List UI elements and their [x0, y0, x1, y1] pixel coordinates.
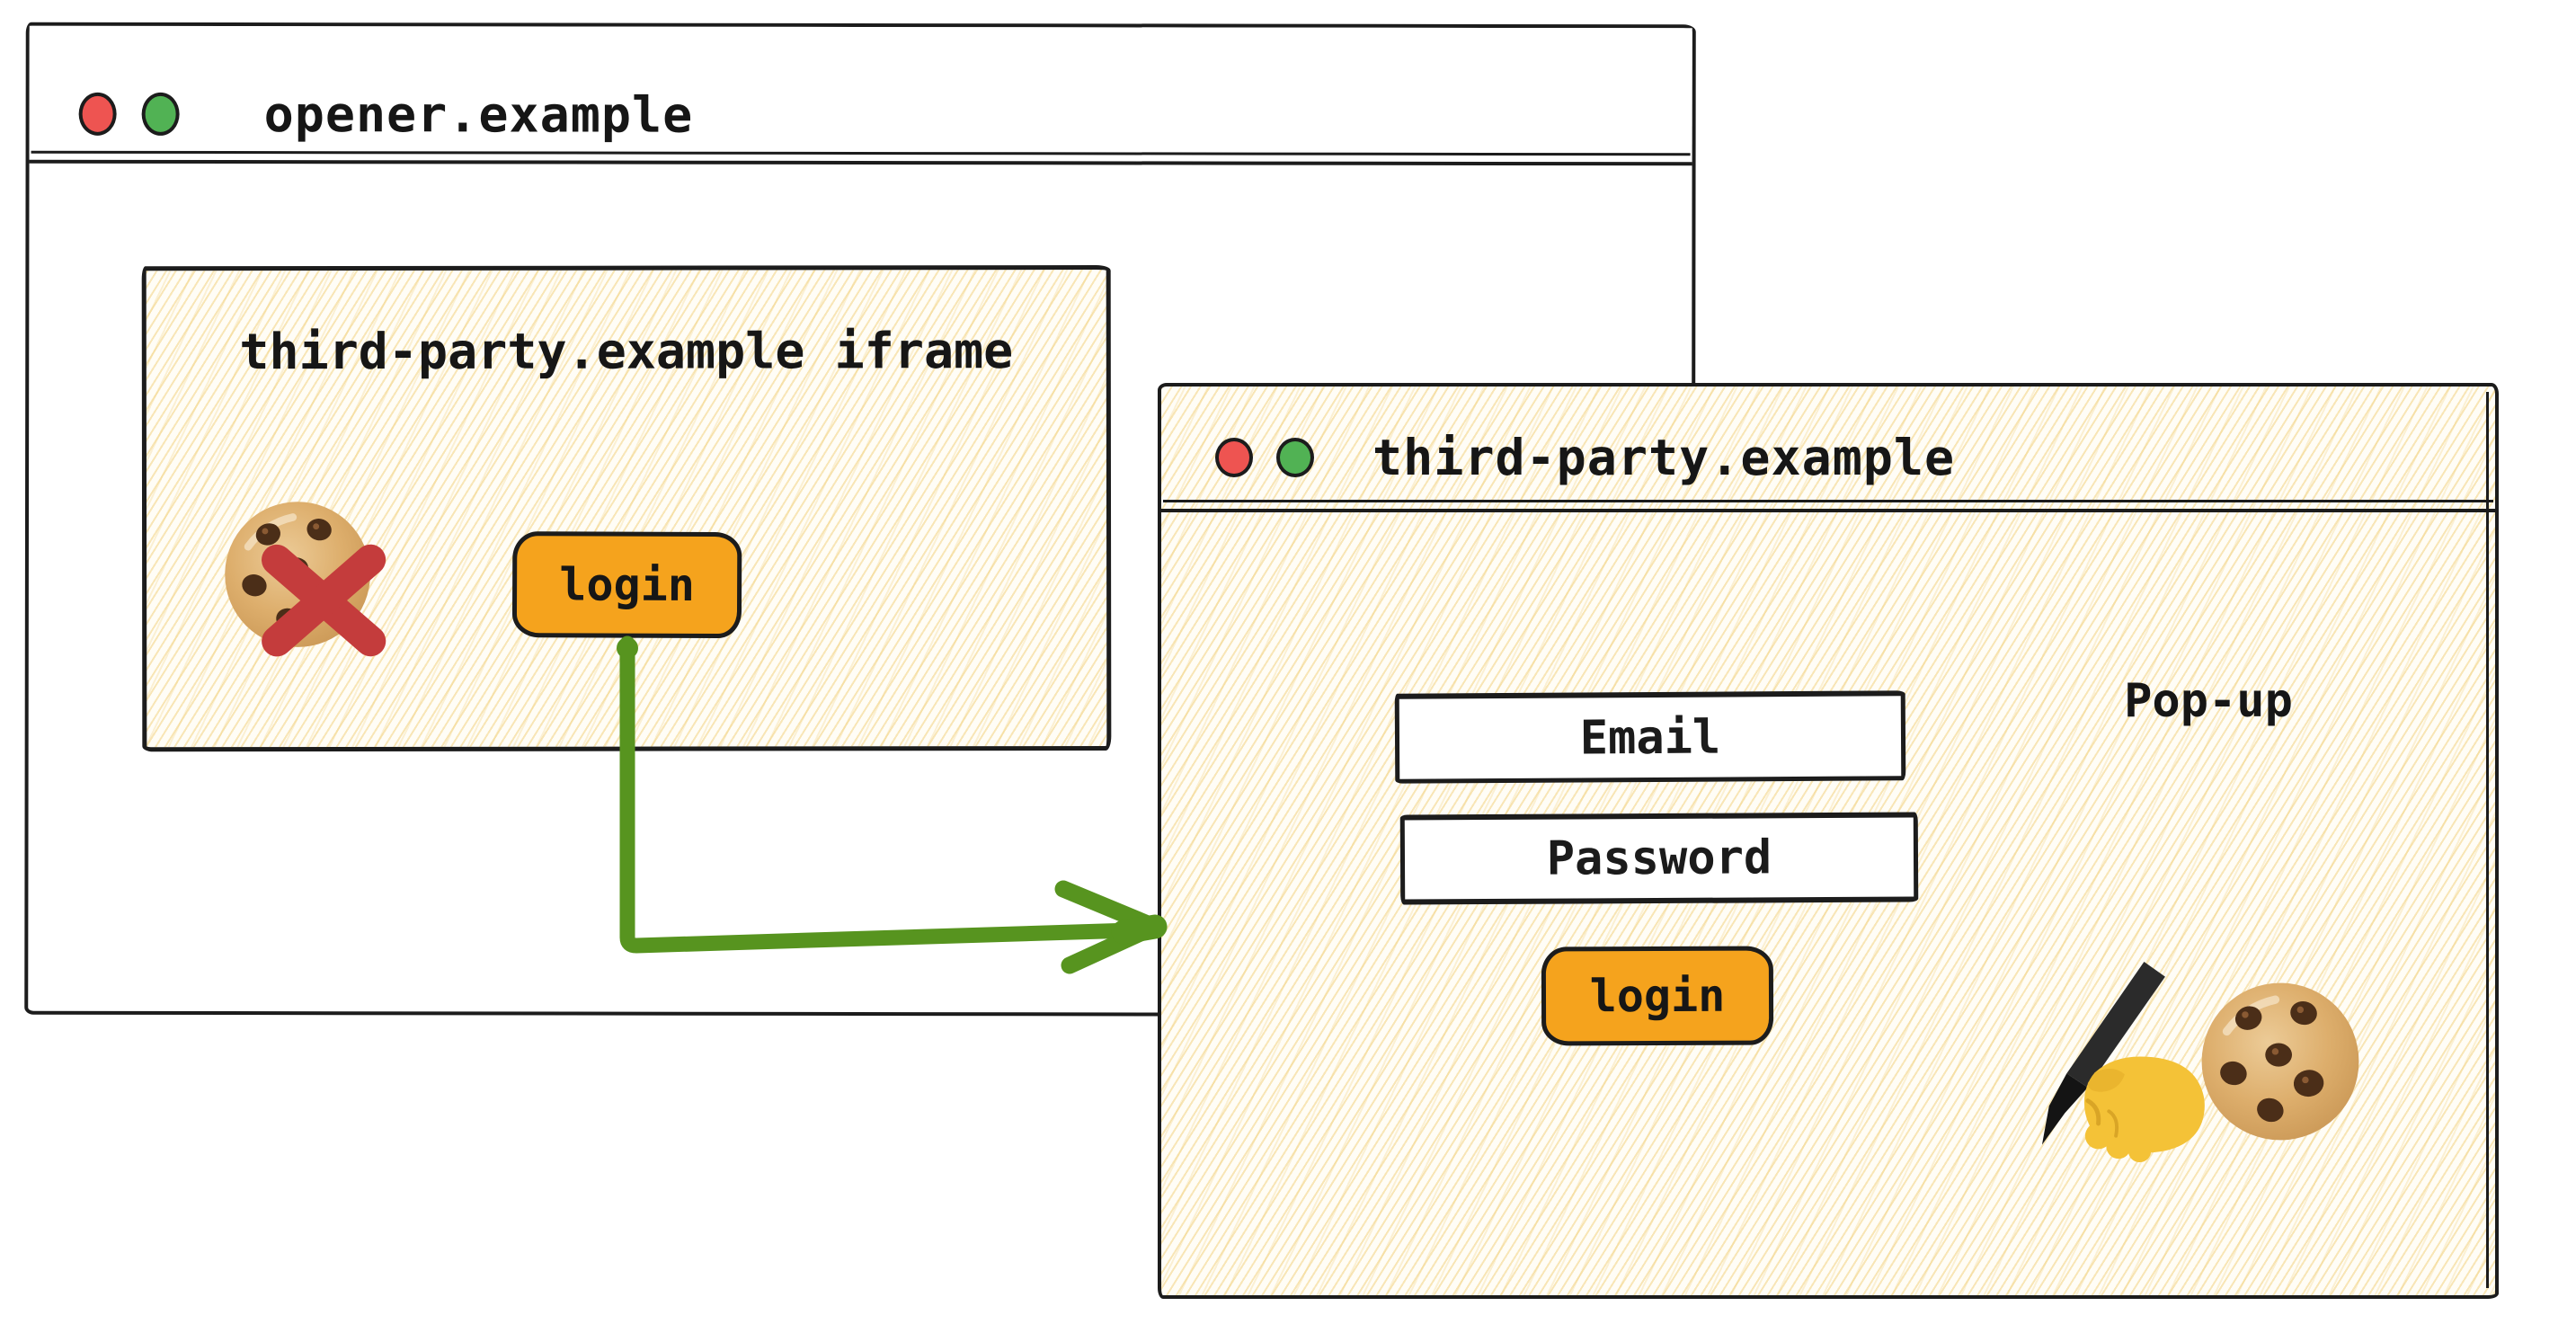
close-button-icon[interactable]	[78, 92, 117, 136]
popup-window: third-party.example Pop-up Email Passwor…	[1158, 383, 2499, 1299]
password-field[interactable]: Password	[1399, 812, 1919, 905]
opener-window-title: opener.example	[263, 84, 694, 144]
third-party-iframe: third-party.example iframe	[141, 264, 1112, 752]
popup-login-button[interactable]: login	[1541, 946, 1774, 1046]
writing-hand-icon	[2041, 962, 2205, 1163]
email-field[interactable]: Email	[1394, 690, 1906, 784]
opener-titlebar: opener.example	[29, 25, 1692, 166]
minimize-button-icon[interactable]	[1276, 438, 1314, 477]
opener-window: opener.example third-party.example ifram…	[24, 22, 1696, 1017]
popup-label: Pop-up	[2124, 674, 2293, 728]
minimize-button-icon[interactable]	[141, 92, 180, 136]
popup-titlebar: third-party.example	[1161, 387, 2495, 512]
opener-window-body: third-party.example iframe	[30, 164, 1692, 752]
iframe-title: third-party.example iframe	[239, 322, 1014, 381]
close-button-icon[interactable]	[1215, 438, 1253, 477]
iframe-login-button[interactable]: login	[511, 531, 742, 639]
cookie-icon	[2201, 982, 2359, 1141]
popup-window-title: third-party.example	[1372, 429, 1956, 486]
